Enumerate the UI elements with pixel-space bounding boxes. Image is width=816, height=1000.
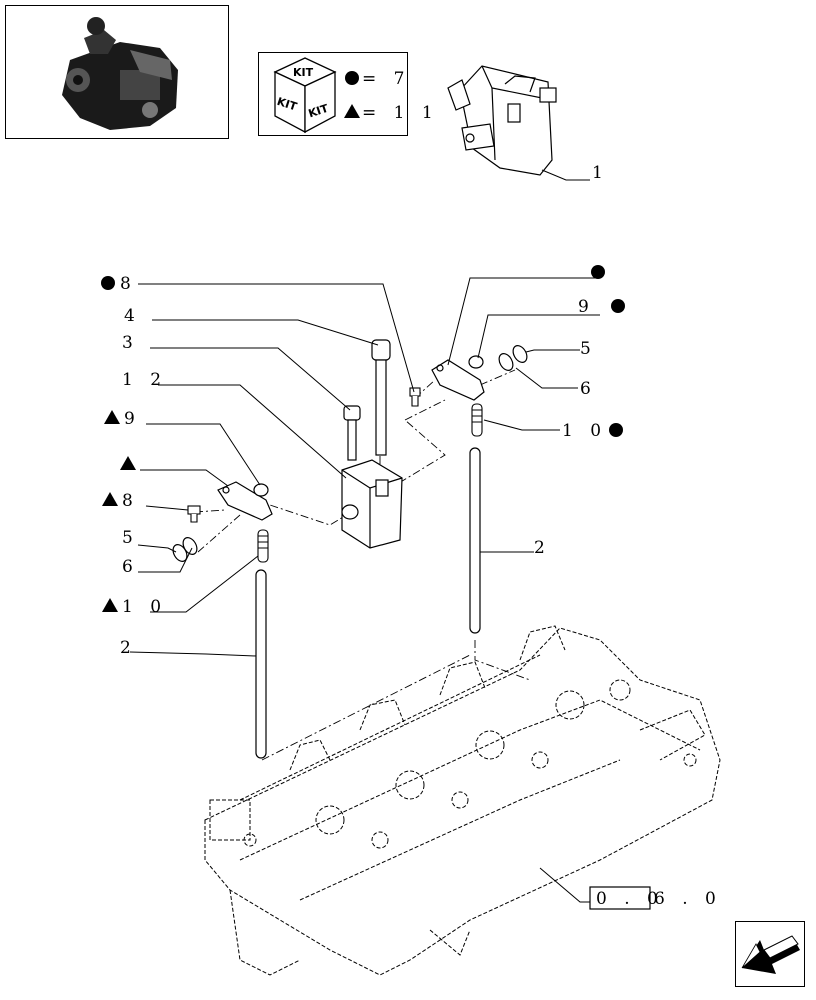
long-bolt-4 <box>371 339 391 456</box>
kit-cube-icon: KIT KIT KIT <box>273 57 337 134</box>
rocker-support-assembly <box>447 65 557 176</box>
legend-triangle-marker <box>344 104 360 118</box>
engine-thumbnail-frame <box>5 5 229 139</box>
callout-9-dot: 9 <box>578 297 595 317</box>
reference-box[interactable] <box>589 886 651 910</box>
callout-10-tri: 1 0 <box>122 597 167 617</box>
left-seal-6 <box>182 537 198 555</box>
kit-label-left: KIT <box>275 95 299 114</box>
marker-dot-10 <box>609 423 623 437</box>
cylinder-head <box>204 625 721 976</box>
callout-8-dot: 8 <box>120 274 137 294</box>
kit-legend-frame <box>258 52 408 136</box>
marker-triangle-10 <box>102 598 118 612</box>
leader-lines <box>129 277 600 903</box>
callout-2-right: 2 <box>534 538 551 558</box>
adjuster-10-left <box>257 529 269 563</box>
marker-triangle-rocker <box>120 456 136 470</box>
short-bolt-3 <box>343 405 361 461</box>
marker-dot-rocker <box>591 265 605 279</box>
engine-thumbnail <box>62 17 178 130</box>
left-rocker-cap <box>253 483 269 497</box>
callout-3: 3 <box>122 333 139 353</box>
callout-6-right: 6 <box>580 379 597 399</box>
marker-dot-9 <box>611 299 625 313</box>
right-rocker-arm <box>431 345 528 401</box>
callout-4: 4 <box>124 306 141 326</box>
legend-dot-marker <box>345 71 359 85</box>
nav-arrow-icon <box>741 935 800 974</box>
push-rod-right <box>469 447 481 634</box>
right-rocker-cap <box>468 355 484 369</box>
legend-triangle-qty: = 1 1 <box>362 103 439 123</box>
marker-triangle-8 <box>102 492 118 506</box>
reference-rest-text: 6 . 0 <box>654 889 722 909</box>
right-washer-5 <box>498 353 514 371</box>
push-rod-left <box>255 569 267 759</box>
small-screw-8-left <box>187 505 201 523</box>
callout-1: 1 <box>592 163 609 183</box>
kit-label-top: KIT <box>293 66 314 79</box>
left-rocker-arm <box>172 481 273 562</box>
callout-6-left: 6 <box>122 557 139 577</box>
reference-boxed-text: 0 . 0 <box>596 889 664 909</box>
callout-9-tri: 9 <box>124 409 141 429</box>
nav-arrow-button[interactable] <box>735 921 805 987</box>
marker-dot-8 <box>101 276 115 290</box>
kit-label-right: KIT <box>307 102 331 121</box>
adjuster-10-right <box>471 403 483 437</box>
callout-10-dot: 1 0 <box>562 421 607 441</box>
small-screw-8-right <box>409 387 421 407</box>
support-block-12 <box>341 459 403 549</box>
callout-8-tri: 8 <box>122 491 139 511</box>
callout-12: 1 2 <box>122 370 167 390</box>
callout-5-right: 5 <box>580 339 597 359</box>
right-seal-6 <box>512 345 528 363</box>
callout-2-left: 2 <box>120 638 137 658</box>
legend-dot-qty: = 7 <box>362 69 410 89</box>
callout-5-left: 5 <box>122 528 139 548</box>
marker-triangle-9 <box>104 410 120 424</box>
